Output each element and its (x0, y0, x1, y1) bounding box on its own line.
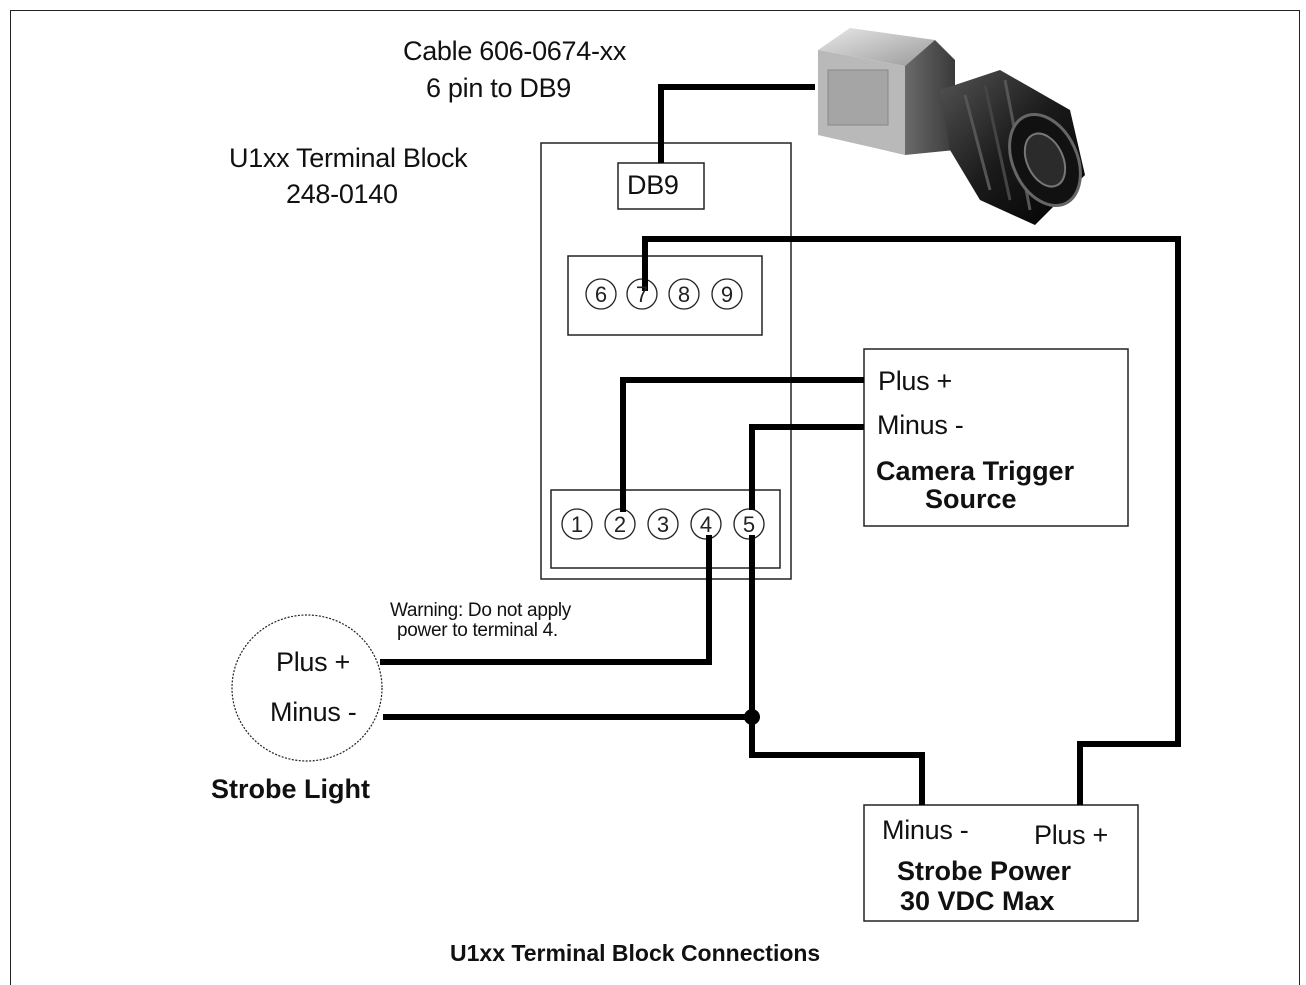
top-pin-strip (567, 255, 763, 336)
trigger-title-line2: Source (925, 484, 1017, 514)
strobe-power-box (863, 804, 1139, 922)
bottom-pin-strip (550, 489, 781, 569)
wire-pin5-to-strobe-minus (749, 535, 925, 805)
trigger-source-box (863, 348, 1129, 527)
pin-6 (585, 278, 617, 310)
terminal-block-label-line2: 248-0140 (286, 179, 398, 209)
cable-label-line2: 6 pin to DB9 (426, 73, 571, 103)
warning-line2: power to terminal 4. (397, 620, 558, 641)
top-pins (585, 278, 743, 310)
power-title-line1: Strobe Power (897, 856, 1072, 886)
pin-label-8: 8 (678, 282, 690, 307)
pin-label-2: 2 (614, 512, 626, 537)
pin-1 (561, 508, 593, 540)
trigger-plus-label: Plus + (878, 366, 952, 396)
strobe-light-title: Strobe Light (211, 774, 370, 804)
pin-8 (668, 278, 700, 310)
terminal-block-outline (540, 142, 792, 580)
power-minus-label: Minus - (882, 815, 969, 845)
junction-dot (744, 709, 760, 725)
wire-pin4-to-light-plus (380, 535, 712, 665)
pin-label-1: 1 (571, 512, 583, 537)
cable-label-line1: Cable 606-0674-xx (403, 36, 627, 66)
diagram-frame (10, 10, 1300, 985)
light-plus-label: Plus + (276, 647, 350, 677)
pin-label-6: 6 (595, 282, 607, 307)
db9-label: DB9 (627, 170, 679, 200)
wire-pin2-to-trigger-plus (620, 377, 864, 512)
pin-label-9: 9 (721, 282, 733, 307)
trigger-minus-label: Minus - (877, 410, 964, 440)
pin-9 (711, 278, 743, 310)
warning-line1: Warning: Do not apply (390, 600, 571, 621)
bottom-pins (561, 508, 765, 540)
terminal-block-label-line1: U1xx Terminal Block (229, 143, 468, 173)
pin-3 (647, 508, 679, 540)
pin-label-3: 3 (657, 512, 669, 537)
pin-label-4: 4 (700, 512, 712, 537)
camera-icon (818, 28, 1085, 225)
power-plus-label: Plus + (1034, 820, 1108, 850)
wire-pin5-to-trigger-minus (749, 424, 864, 510)
pin-label-7: 7 (636, 282, 648, 307)
power-title-line2: 30 VDC Max (900, 886, 1055, 916)
wire-cable-to-db9 (658, 84, 815, 163)
light-minus-label: Minus - (270, 697, 357, 727)
diagram-caption: U1xx Terminal Block Connections (450, 940, 821, 966)
pin-label-5: 5 (743, 512, 755, 537)
strobe-light-circle (231, 614, 383, 762)
trigger-title-line1: Camera Trigger (876, 456, 1075, 486)
